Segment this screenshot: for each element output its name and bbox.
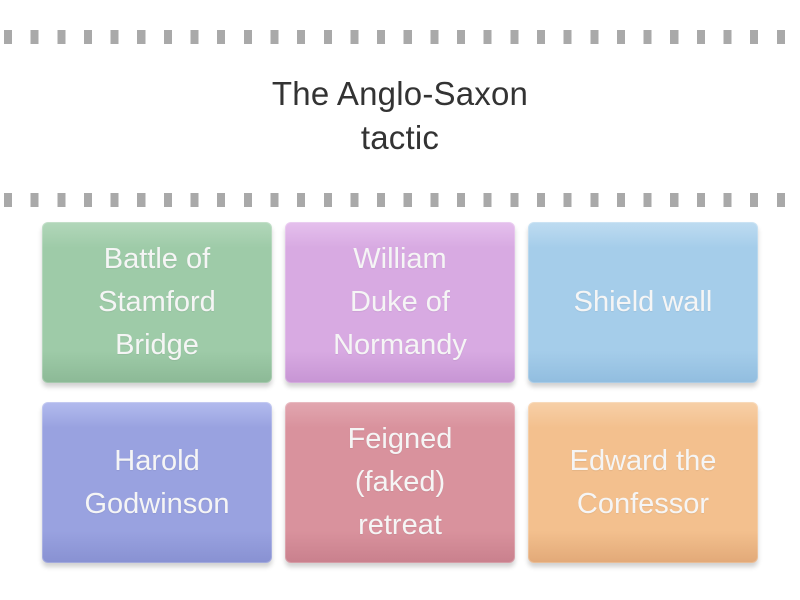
film-strip-separator-bottom (4, 193, 800, 207)
answer-tile[interactable]: Battle of Stamford Bridge (42, 222, 272, 383)
answer-tile-label: Feigned (faked) retreat (347, 423, 453, 541)
answer-tile-label: Edward the Confessor (569, 444, 717, 520)
question-title: The Anglo-Saxon tactic (271, 75, 529, 156)
answer-tile[interactable]: Edward the Confessor (528, 402, 758, 563)
answer-tile[interactable]: Shield wall (528, 222, 758, 383)
film-strip-separator-top (4, 30, 800, 44)
answer-tile[interactable]: William Duke of Normandy (285, 222, 515, 383)
answer-tile-label: William Duke of Normandy (333, 243, 467, 361)
answers-grid: Battle of Stamford Bridge William Duke o… (42, 222, 758, 563)
answer-tile[interactable]: Harold Godwinson (42, 402, 272, 563)
answer-tile-label: Battle of Stamford Bridge (98, 243, 216, 361)
answer-tile-label: Harold Godwinson (84, 444, 230, 520)
answer-tile[interactable]: Feigned (faked) retreat (285, 402, 515, 563)
answer-tile-label: Shield wall (573, 286, 713, 318)
